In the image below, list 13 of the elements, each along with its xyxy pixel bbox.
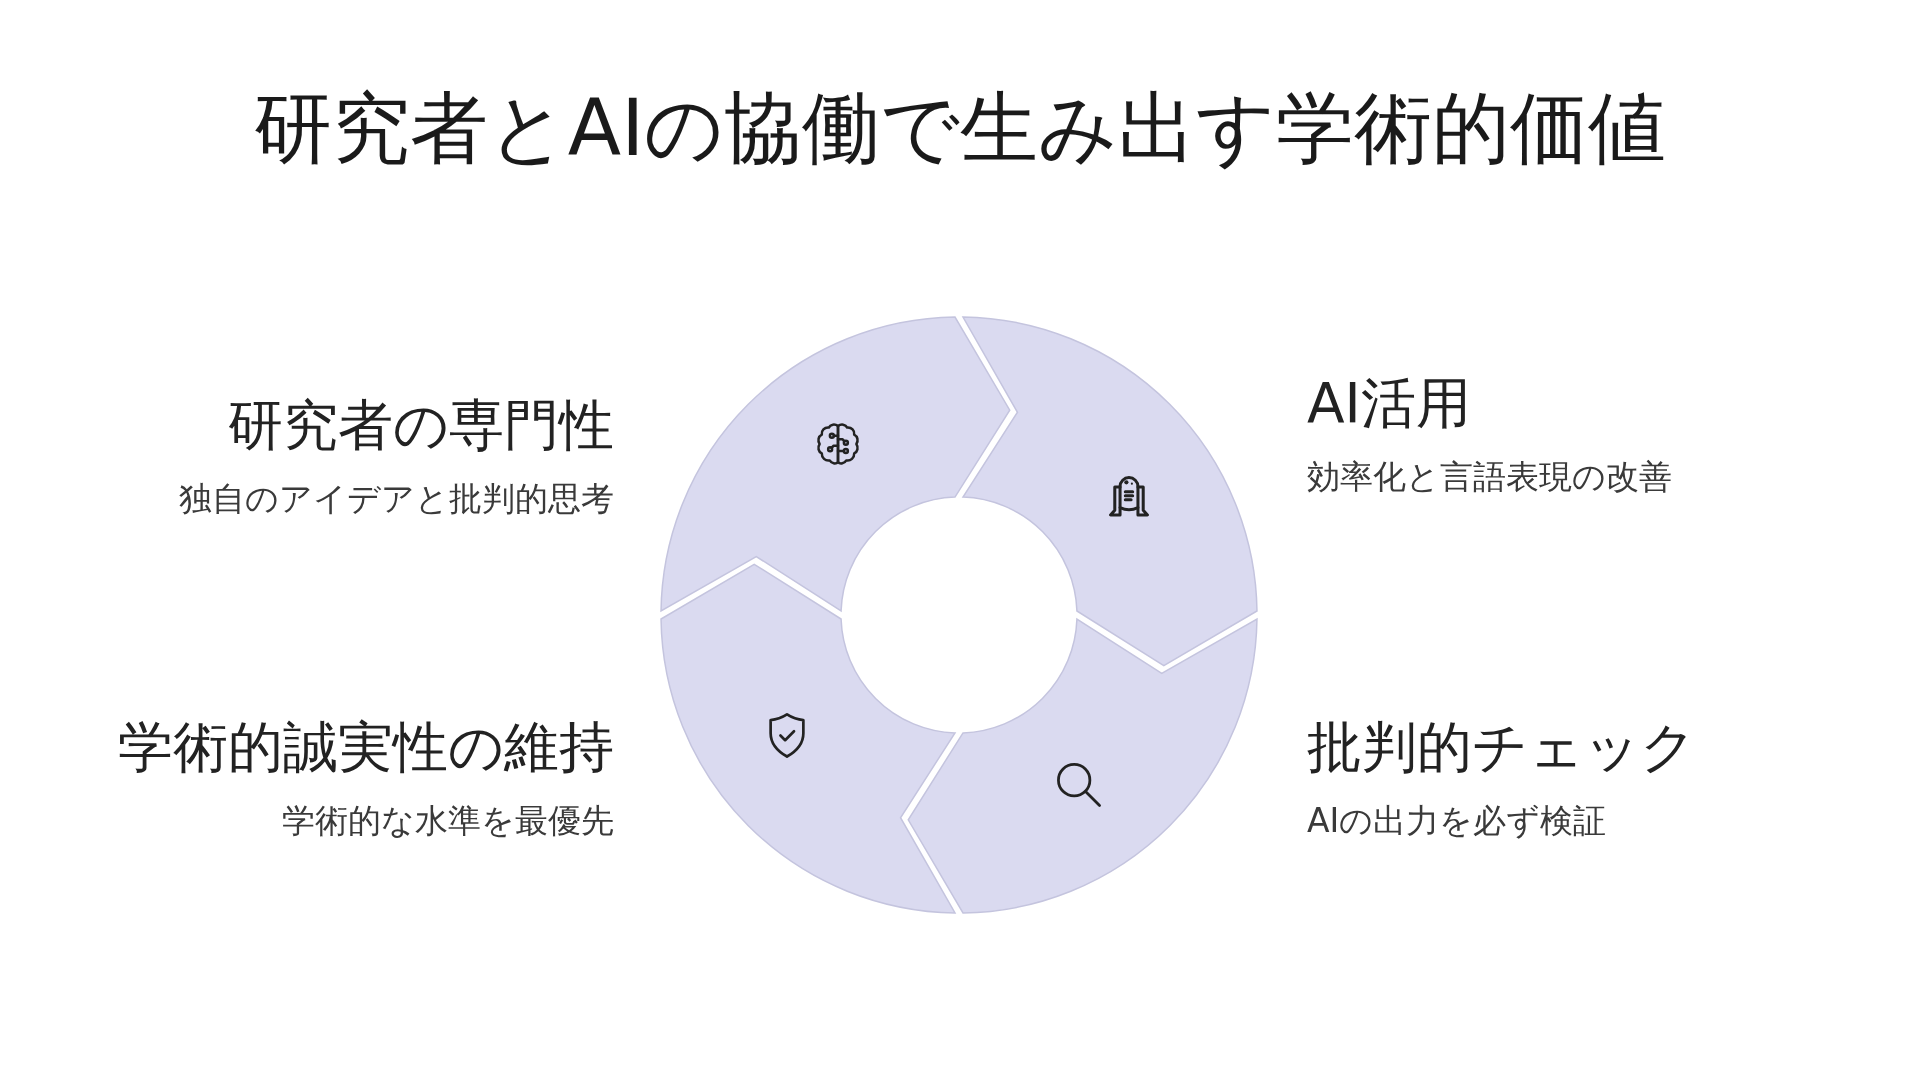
segment-heading: 学術的誠実性の維持 [118,714,614,780]
ring-segment [907,618,1258,914]
ring-segment [660,316,1011,612]
title: 研究者とAIの協働で生み出す学術的価値 [252,82,1668,175]
segment-heading: 研究者の専門性 [227,392,614,458]
segment-heading: 批判的チェック [1307,714,1696,780]
segment-description: 効率化と言語表現の改善 [1307,458,1672,496]
ring-segment [962,316,1258,667]
segment-description: AIの出力を必ず検証 [1307,802,1608,840]
segment-description: 学術的な水準を最優先 [281,802,614,840]
segment-description: 独自のアイデアと批判的思考 [179,480,614,518]
ring-segment [660,563,956,914]
segment-heading: AI活用 [1307,370,1472,436]
